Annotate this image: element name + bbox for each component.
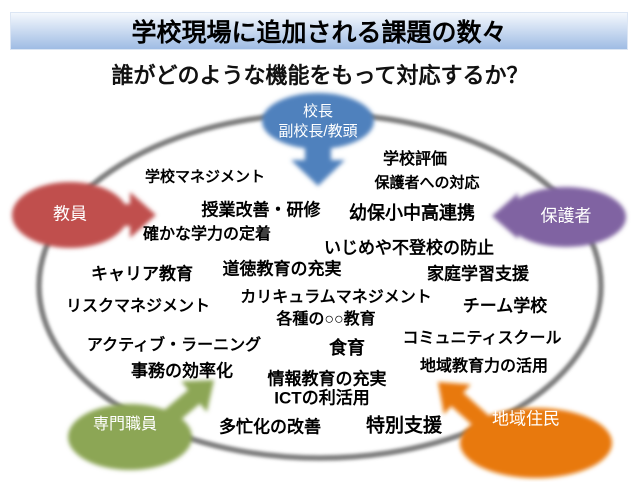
topic-label: アクティブ・ラーニング (86, 337, 262, 354)
topic-label: 幼保小中高連携 (349, 203, 475, 223)
topic-label: 各種の○○教育 (276, 311, 376, 328)
specialist-label: 専門職員 (92, 416, 158, 434)
resident-callout-shape (438, 382, 612, 478)
principal-callout-shape (262, 93, 374, 186)
topic-label: 家庭学習支援 (427, 264, 529, 284)
guardian-label: 保護者 (540, 206, 592, 226)
principal-label-line1: 校長 (302, 102, 334, 120)
topic-label: 特別支援 (365, 415, 443, 437)
teacher-callout-shape (12, 182, 156, 248)
topic-label: 多忙化の改善 (219, 417, 321, 437)
topic-label: コミュニティスクール (402, 330, 562, 347)
topic-label: 情報教育の充実 (267, 369, 387, 389)
guardian-callout-shape (492, 187, 626, 247)
topic-label: 確かな学力の定着 (142, 226, 272, 243)
topic-label: リスクマネジメント (65, 298, 211, 315)
resident-label: 地域住民 (492, 409, 560, 429)
principal-label-line2: 副校長/教頭 (278, 123, 358, 140)
topic-label: 道徳教育の充実 (222, 259, 342, 279)
topic-label: 保護者への対応 (374, 174, 480, 192)
topic-label: チーム学校 (462, 296, 548, 316)
teacher-label: 教員 (53, 204, 87, 224)
slide-title: 学校現場に追加される課題の数々 (131, 19, 507, 47)
topic-label: 食育 (329, 338, 365, 358)
specialist-callout-shape (68, 380, 214, 470)
topic-label: ICTの利活用 (274, 388, 370, 408)
topic-label: 事務の効率化 (131, 361, 233, 381)
topic-label: キャリア教育 (91, 264, 193, 284)
topic-label: 授業改善・研修 (201, 200, 321, 220)
topic-label: 学校評価 (382, 151, 448, 168)
topic-label: いじめや不登校の防止 (324, 238, 494, 258)
topic-label: カリキュラムマネジメント (240, 289, 432, 306)
topic-label: 学校マネジメント (144, 168, 266, 186)
principal-label: 校長 副校長/教頭 (278, 102, 357, 143)
topic-label: 地域教育力の活用 (419, 358, 549, 375)
title-banner: 学校現場に追加される課題の数々 (10, 12, 628, 50)
slide-subtitle: 誰がどのような機能をもって対応するか？ (111, 63, 529, 88)
